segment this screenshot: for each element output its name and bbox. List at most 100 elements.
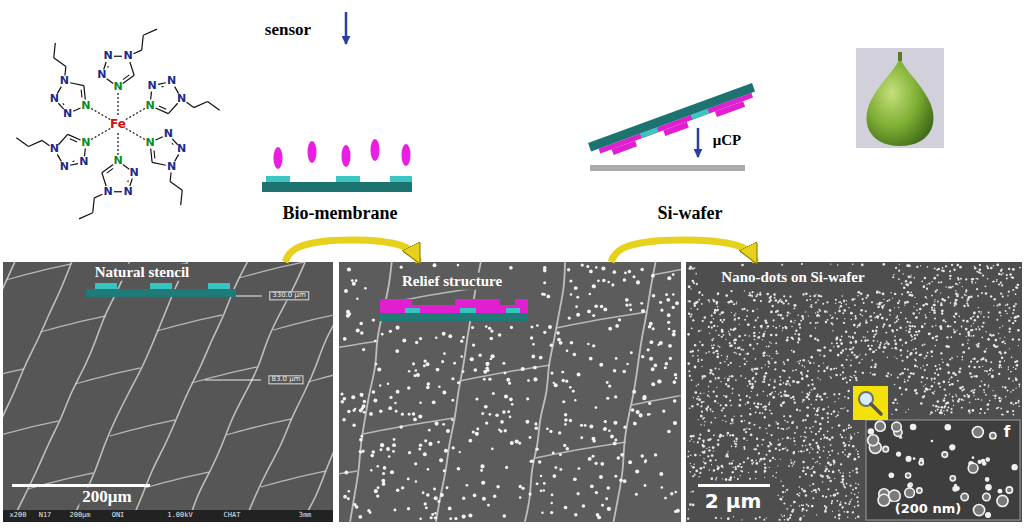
nano-dot — [933, 309, 935, 311]
nano-dot — [689, 300, 691, 302]
nano-dot — [782, 327, 784, 329]
nano-dot — [506, 378, 510, 382]
nano-dot — [699, 472, 701, 474]
nano-dot — [581, 263, 584, 266]
nano-dot — [798, 323, 801, 326]
nano-dot — [785, 491, 786, 492]
nano-dot — [697, 360, 699, 362]
nano-dot — [713, 325, 715, 327]
nano-dot — [698, 359, 700, 361]
cell-wall — [6, 264, 71, 280]
nano-dot — [978, 343, 980, 345]
nano-dot — [689, 407, 691, 409]
nano-dot — [582, 504, 586, 508]
nano-dot — [999, 337, 1000, 338]
nano-dot — [950, 302, 952, 304]
nano-dot — [985, 394, 987, 396]
nano-dot — [1000, 282, 1002, 284]
nano-dot — [850, 359, 851, 360]
nano-dot — [906, 327, 907, 328]
nano-dot — [947, 406, 949, 408]
nano-dot — [974, 267, 976, 269]
nano-dot — [665, 362, 668, 365]
nano-dot — [347, 267, 351, 271]
nano-dot — [982, 322, 984, 324]
nano-dot — [1013, 404, 1015, 406]
nano-dot — [436, 368, 440, 372]
nano-dot — [388, 406, 392, 410]
nano-dot — [964, 395, 966, 397]
nano-dot — [761, 327, 763, 329]
nano-dot — [763, 375, 766, 378]
nano-dot — [963, 305, 965, 307]
nano-dot — [833, 346, 834, 347]
nano-dot — [550, 511, 553, 514]
nano-dot — [599, 363, 603, 367]
nano-dot — [904, 305, 905, 306]
nano-dot — [358, 515, 362, 519]
nano-dot — [361, 435, 364, 438]
nano-dot — [799, 363, 801, 365]
nano-dot — [781, 514, 782, 515]
nano-dot — [747, 385, 748, 386]
nano-dot — [442, 423, 445, 426]
nano-dot — [377, 367, 381, 371]
nano-dot — [986, 361, 988, 363]
nano-dot — [819, 456, 821, 458]
nano-dot — [865, 297, 867, 299]
nano-dot — [710, 321, 712, 323]
cell-wall — [261, 471, 326, 487]
nano-dot — [473, 368, 477, 372]
nano-dot — [707, 439, 710, 442]
nano-dot — [839, 504, 841, 506]
nano-dot — [746, 315, 748, 317]
nano-dot — [732, 388, 734, 390]
nano-dot — [569, 419, 572, 422]
nano-dot — [788, 427, 790, 429]
nano-dot — [732, 460, 733, 461]
nano-dot — [407, 507, 410, 510]
nano-dot — [664, 366, 667, 369]
nano-dot — [926, 364, 928, 366]
nano-dot — [1013, 305, 1015, 307]
nano-dot — [672, 330, 675, 333]
nano-dot — [688, 312, 690, 314]
nano-dot — [782, 485, 784, 487]
nano-dot — [351, 395, 355, 399]
nano-dot — [820, 438, 822, 440]
nano-dot — [508, 382, 511, 385]
nano-dot — [697, 396, 699, 398]
nano-dot — [897, 302, 899, 304]
nano-dot — [798, 451, 799, 452]
nano-dot — [916, 303, 918, 305]
nano-dot — [726, 454, 728, 456]
nano-dot — [841, 364, 843, 366]
nano-dot — [711, 327, 713, 329]
nano-dot — [831, 500, 833, 502]
nano-dot — [838, 514, 840, 516]
nano-dot — [723, 395, 725, 397]
nano-dot — [916, 309, 918, 311]
nano-dot — [475, 397, 478, 400]
nano-dot — [962, 351, 964, 353]
nano-dot — [485, 362, 489, 366]
nano-dot — [799, 493, 800, 494]
nano-dot — [672, 273, 675, 276]
nano-dot — [1018, 384, 1020, 386]
nano-dot — [874, 363, 876, 365]
nano-dot — [393, 438, 396, 441]
nano-dot — [948, 286, 950, 288]
nano-dot — [559, 468, 562, 471]
nano-dot — [716, 477, 718, 479]
nano-dot — [924, 344, 926, 346]
nano-dot — [428, 429, 431, 432]
nano-dot — [815, 433, 817, 435]
nano-dot — [843, 486, 845, 488]
nano-dot — [690, 288, 691, 289]
nano-dot — [644, 461, 646, 463]
cell-wall — [339, 341, 378, 357]
nano-dot — [811, 491, 813, 493]
nano-dot — [933, 377, 935, 379]
nano-dot — [718, 368, 720, 370]
nano-dot — [850, 426, 852, 428]
